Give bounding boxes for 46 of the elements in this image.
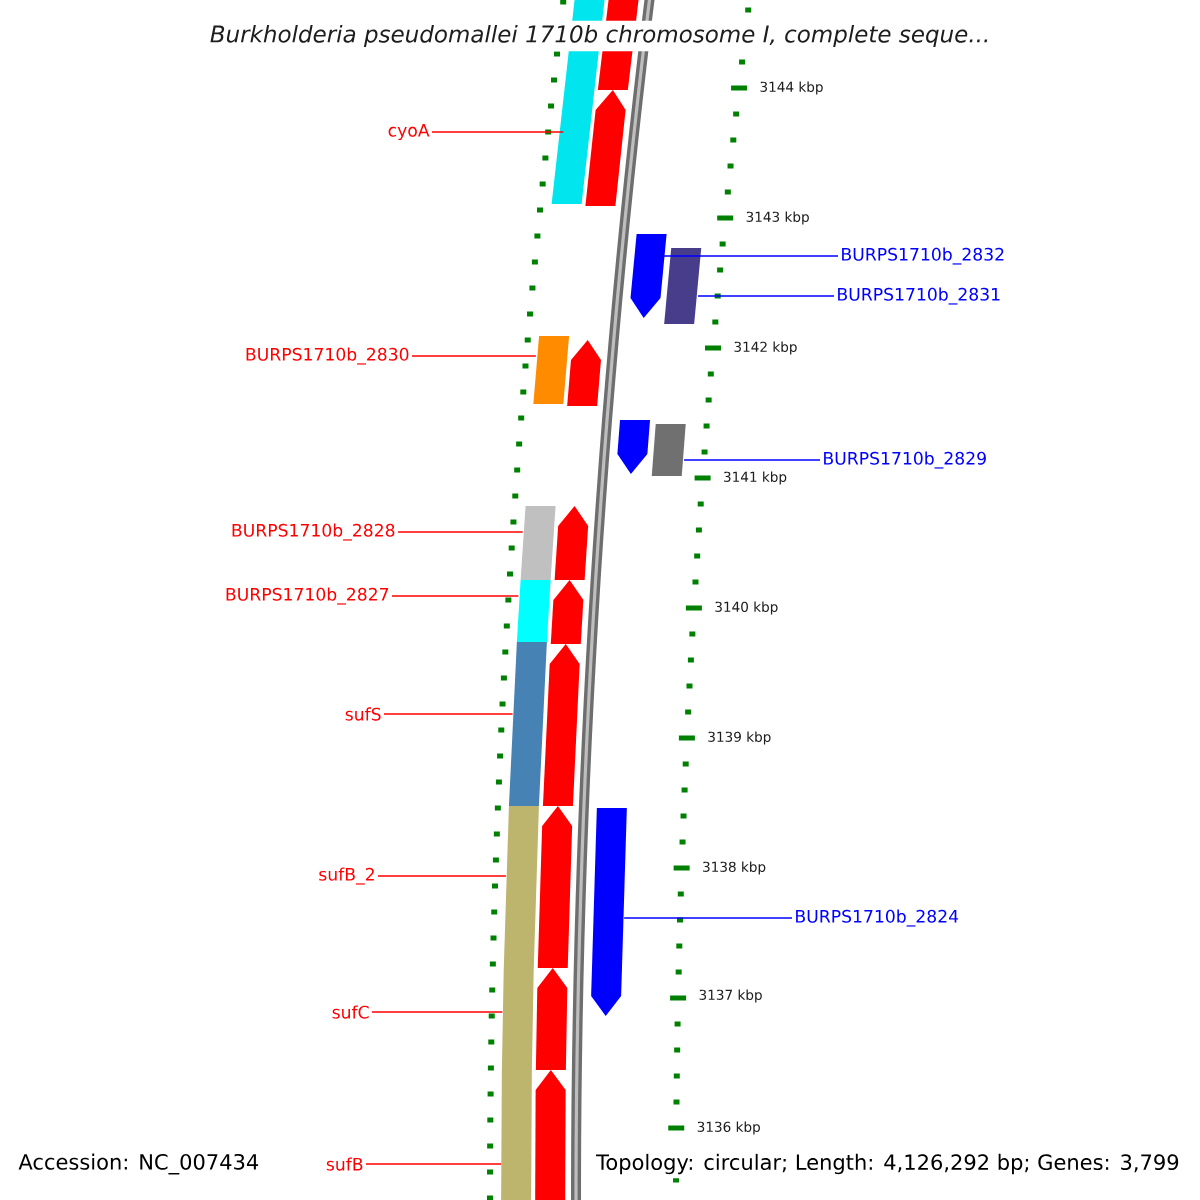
- gene-bar: [664, 248, 702, 324]
- leader-line: [411, 355, 537, 357]
- leader-line: [697, 295, 835, 297]
- accession-text: Accession: NC_007434: [18, 1153, 259, 1175]
- gene-block: [617, 420, 651, 474]
- gene-bar: [501, 970, 534, 1072]
- leader-line: [371, 1011, 504, 1013]
- leader-line: [397, 531, 524, 533]
- leader-line: [377, 875, 507, 877]
- leader-line: [662, 255, 839, 257]
- topology-text: Topology: circular; Length: 4,126,292 bp; Genes: 3,799: [592, 1149, 1184, 1179]
- gene-block: [630, 234, 667, 318]
- gene-bar: [503, 806, 539, 970]
- gene-label: sufS: [345, 707, 381, 721]
- gene-block: [535, 1070, 566, 1200]
- leader-line: [365, 1163, 502, 1165]
- title: Burkholderia pseudomallei 1710b chromosome I, complete seque...: [205, 20, 995, 52]
- gene-bar: [533, 336, 570, 404]
- gene-block: [585, 90, 626, 206]
- gene-label: sufC: [332, 1005, 369, 1019]
- gene-label: BURPS1710b_2828: [232, 523, 395, 541]
- gene-block: [591, 808, 627, 1016]
- gene-label: cyoA: [388, 123, 430, 141]
- gene-label: BURPS1710b_2831: [838, 287, 1000, 305]
- gene-label: BURPS1710b_2827: [226, 587, 389, 605]
- gene-label: sufB: [326, 1157, 363, 1171]
- gene-bar: [520, 506, 556, 580]
- gene-bar: [501, 1072, 532, 1200]
- gene-block: [537, 806, 573, 968]
- leader-line: [431, 131, 565, 133]
- gene-label: BURPS1710b_2830: [246, 347, 409, 365]
- leader-line: [623, 917, 793, 919]
- leader-line: [391, 595, 520, 597]
- gene-label: sufB_2: [319, 867, 374, 885]
- gene-block: [554, 506, 589, 580]
- gene-bar: [516, 580, 551, 642]
- gene-label: BURPS1710b_2829: [824, 451, 986, 469]
- gene-block: [535, 968, 568, 1070]
- gene-block: [550, 580, 584, 644]
- gene-bar: [651, 424, 686, 476]
- leader-line: [383, 713, 514, 715]
- gene-label: BURPS1710b_2832: [842, 247, 1004, 265]
- gene-bar: [508, 642, 547, 806]
- leader-line: [683, 459, 821, 461]
- gene-block: [567, 340, 601, 406]
- gene-label: BURPS1710b_2824: [796, 909, 959, 927]
